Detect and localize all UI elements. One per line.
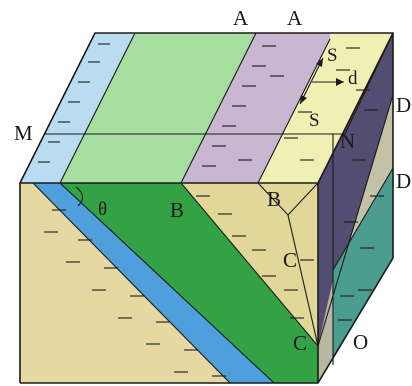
label-a-right: A [287, 6, 303, 30]
label-o: O [353, 330, 368, 354]
label-m: M [14, 121, 33, 145]
label-d-arrow: d [348, 68, 358, 89]
label-a-left: A [233, 6, 249, 30]
label-d-upper: D [396, 93, 411, 117]
label-c-inner: C [283, 248, 297, 272]
label-s-upper: S [327, 45, 338, 66]
label-s-lower: S [309, 110, 320, 131]
label-c-bottom: C [293, 331, 307, 355]
label-d-lower: D [396, 169, 411, 193]
label-n: N [340, 129, 355, 153]
label-b-inner: B [267, 187, 281, 211]
label-theta: θ [98, 199, 107, 220]
label-b-front: B [170, 198, 184, 222]
